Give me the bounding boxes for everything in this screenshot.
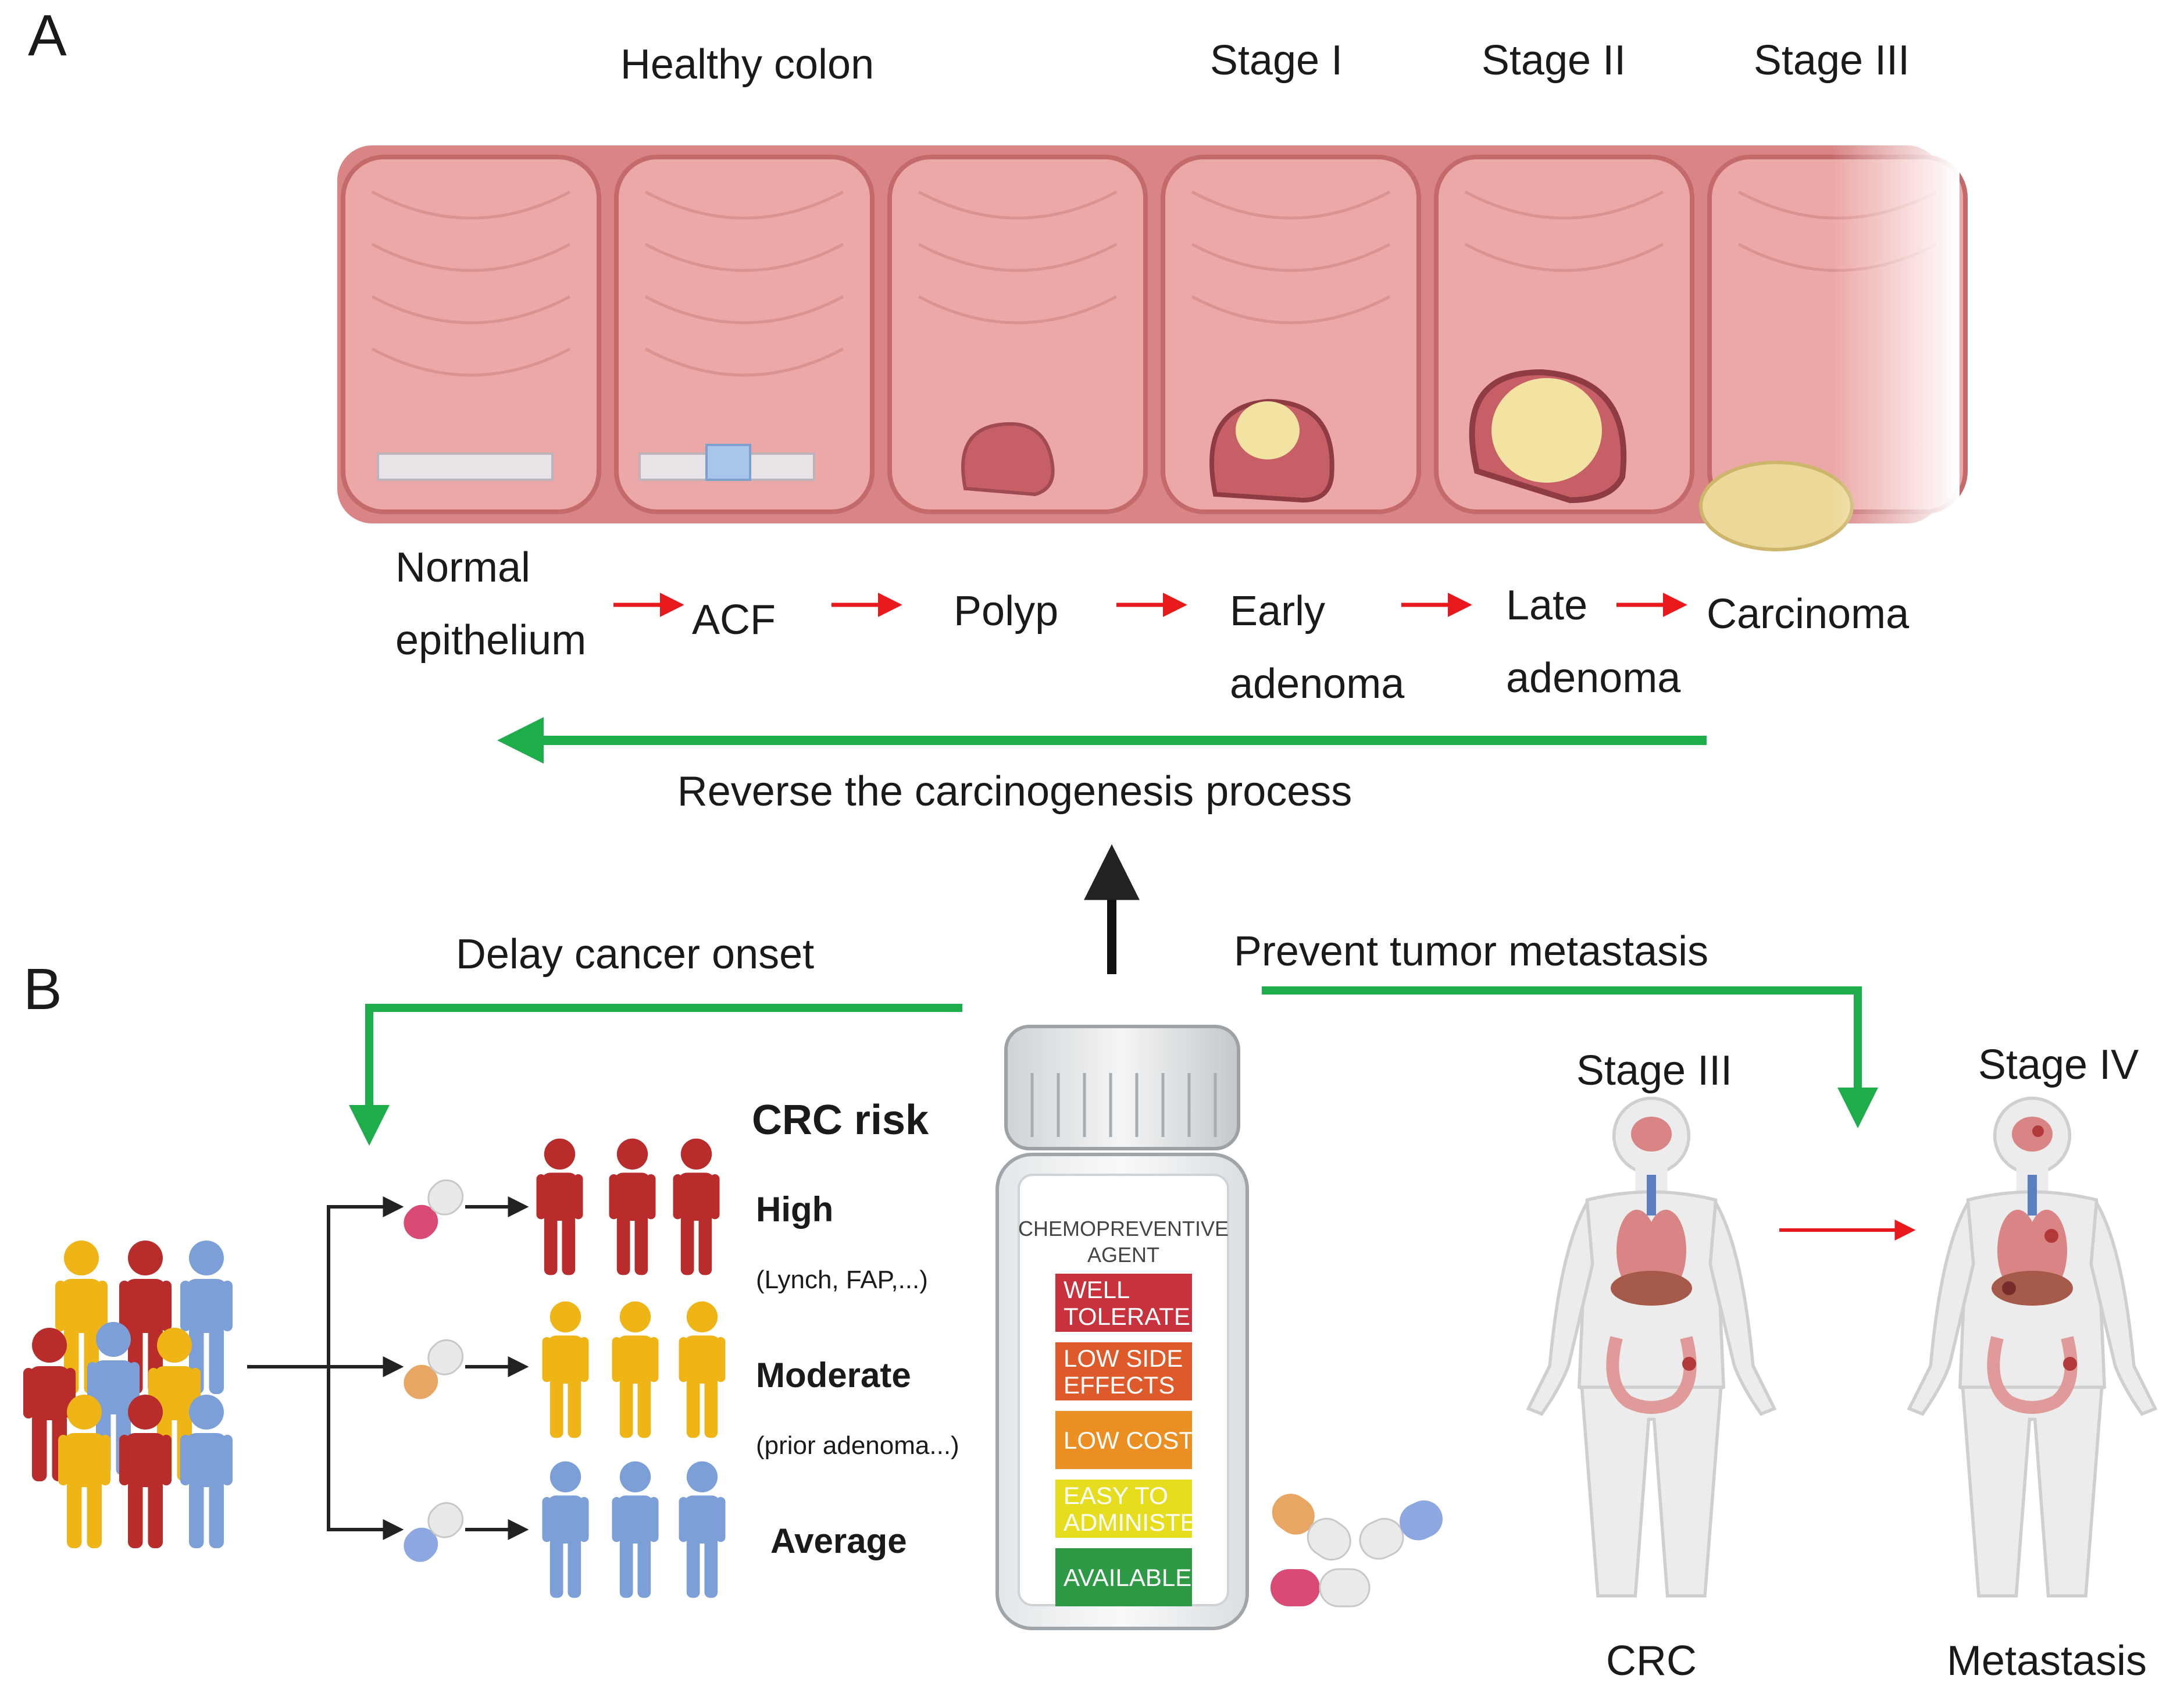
step-early-line1: Early <box>1230 588 1325 635</box>
risk-average-label: Average <box>770 1521 907 1560</box>
loose-pills <box>1271 1494 1443 1608</box>
normal-epithelium-cells <box>377 444 815 481</box>
header-stage-3: Stage III <box>1754 37 1910 84</box>
bottle-property-label: AVAILABLE <box>1055 1548 1192 1606</box>
pill-icon-high <box>404 1179 464 1239</box>
average-risk-group <box>542 1461 726 1598</box>
risk-moderate-label: Moderate <box>756 1356 911 1395</box>
bottle-property-text: ADMINISTER <box>1064 1509 1214 1536</box>
human-body-stage3 <box>1528 1098 1774 1596</box>
risk-high-note: (Lynch, FAP,...) <box>756 1266 928 1294</box>
bottle-heading-line2: AGENT <box>1087 1243 1159 1267</box>
step-normal-line2: epithelium <box>395 617 586 664</box>
bottle-property-text: AVAILABLE <box>1064 1564 1191 1591</box>
early-adenoma <box>1209 398 1334 503</box>
carcinoma <box>1699 461 1854 551</box>
delay-onset-label: Delay cancer onset <box>456 931 814 978</box>
step-polyp: Polyp <box>954 588 1058 635</box>
high-risk-group <box>536 1138 720 1275</box>
bottle-property-swatch <box>1055 1274 1192 1332</box>
step-late-line1: Late <box>1506 582 1587 629</box>
pill-icon-moderate <box>404 1339 464 1399</box>
panel-a-letter: A <box>28 3 67 68</box>
progression-sequence: Normal epithelium ACF Polyp Early adenom… <box>395 544 1910 707</box>
polyp <box>961 422 1055 497</box>
bottle-property-swatch <box>1055 1548 1192 1606</box>
step-acf: ACF <box>692 597 776 643</box>
body-right-caption: Metastasis <box>1947 1638 2147 1684</box>
bottle-property-text: TOLERATED <box>1064 1303 1208 1330</box>
risk-high-label: High <box>756 1190 833 1229</box>
bottle-heading-line1: CHEMOPREVENTIVE <box>1018 1217 1229 1241</box>
bottle-property-text: LOW COST <box>1064 1427 1194 1454</box>
prevent-metastasis-label: Prevent tumor metastasis <box>1234 928 1708 975</box>
step-normal-line1: Normal <box>395 544 530 591</box>
header-stage-1: Stage I <box>1210 37 1343 84</box>
step-carcinoma: Carcinoma <box>1707 591 1910 637</box>
bottle-property-text: WELL <box>1064 1276 1130 1303</box>
risk-branch-arrows <box>247 1196 529 1540</box>
body-left-caption: CRC <box>1606 1638 1697 1684</box>
step-early-line2: adenoma <box>1230 661 1405 707</box>
crc-risk-title: CRC risk <box>752 1097 929 1143</box>
bottle-property-label: LOW COST <box>1055 1411 1194 1469</box>
risk-moderate-note: (prior adenoma...) <box>756 1431 959 1460</box>
delay-onset-arrow <box>349 1004 962 1146</box>
bottle-property-text: EASY TO <box>1064 1482 1168 1509</box>
bottle-property-swatch <box>1055 1480 1192 1538</box>
human-body-stage4 <box>1909 1098 2155 1596</box>
body-right-stage: Stage IV <box>1978 1042 2139 1088</box>
bottle-property-text: LOW SIDE <box>1064 1345 1183 1372</box>
panel-b-letter: B <box>23 957 62 1022</box>
bottle-property-swatch <box>1055 1411 1192 1469</box>
header-healthy-colon: Healthy colon <box>620 41 874 88</box>
body-left-stage: Stage III <box>1576 1047 1732 1094</box>
pill-icon-average <box>404 1502 464 1562</box>
prevent-metastasis-arrow <box>1262 986 1878 1128</box>
bottle-property-text: EFFECTS <box>1064 1371 1175 1399</box>
bottle-property-swatch <box>1055 1342 1192 1400</box>
header-stage-2: Stage II <box>1482 37 1626 84</box>
moderate-risk-group <box>542 1301 726 1438</box>
step-late-line2: adenoma <box>1506 655 1681 701</box>
reverse-label: Reverse the carcinogenesis process <box>677 768 1352 815</box>
colon-illustration <box>337 134 1968 551</box>
late-adenoma <box>1469 369 1627 504</box>
general-population-crowd <box>23 1241 233 1548</box>
